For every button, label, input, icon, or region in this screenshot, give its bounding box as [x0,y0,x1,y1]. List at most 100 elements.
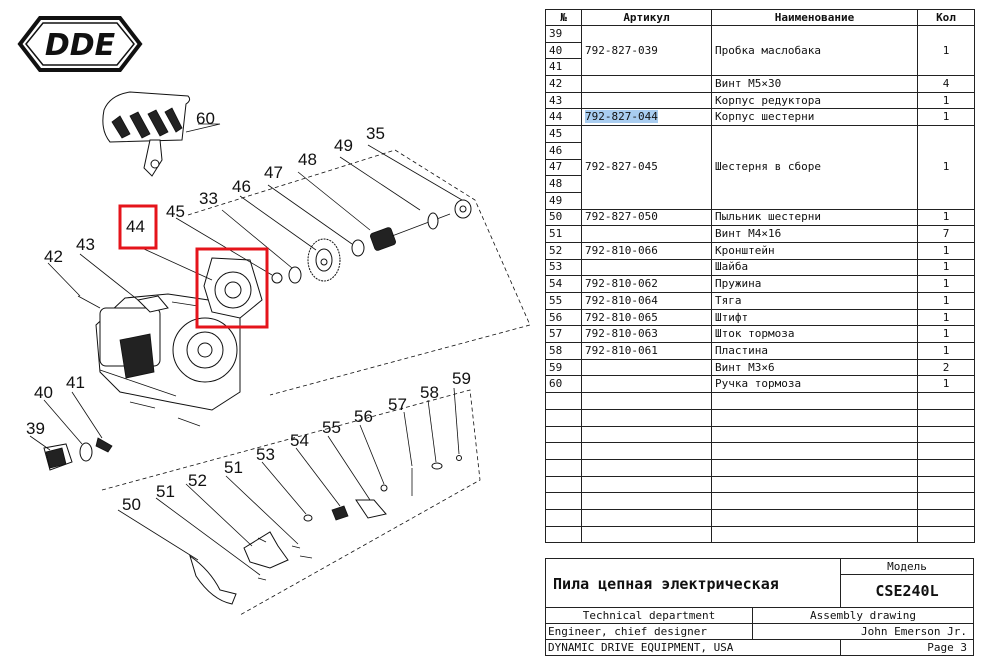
cell-qty: 1 [917,325,975,344]
role-cell: Engineer, chief designer [545,623,753,640]
cell-name: Тяга [711,292,918,310]
part-highlight-box [195,247,269,329]
cell-name: Корпус шестерни [711,108,918,127]
drawing-type: Assembly drawing [810,609,916,622]
cell-qty: 4 [917,75,975,93]
cell-name: Шестерня в сборе [711,125,918,210]
department-cell: Technical department [545,607,753,624]
empty-table-row [545,392,975,410]
selected-article: 792-827-044 [585,110,658,124]
cell-number: 56 [545,308,582,327]
empty-cell [581,392,712,410]
empty-cell [711,392,918,410]
header-number: № [545,9,582,26]
empty-cell [581,458,712,477]
cell-name: Винт М4×16 [711,225,918,243]
cell-number: 58 [545,342,582,360]
empty-cell [581,475,712,494]
empty-cell [545,442,582,460]
empty-table-row [545,425,975,444]
cell-name: Кронштейн [711,241,918,260]
cell-number: 51 [545,225,582,243]
model-number: CSE240L [875,582,939,600]
callout-label: 45 [166,202,185,221]
cell-number: 49 [545,191,582,210]
cell-number: 48 [545,175,582,193]
cell-number: 53 [545,258,582,277]
cell-article: 792-810-064 [581,292,712,310]
callout-label: 57 [388,395,407,414]
cell-article: 792-827-050 [581,208,712,227]
empty-cell [711,525,918,544]
empty-table-row [545,458,975,477]
cell-name: Корпус редуктора [711,91,918,110]
empty-table-row [545,525,975,544]
callout-label: 59 [452,369,471,388]
empty-table-row [545,408,975,427]
cell-number: 55 [545,292,582,310]
gearbox-housing-part [95,293,241,411]
sprocket-shaft-part [370,199,472,251]
cell-qty: 1 [917,258,975,277]
cell-qty: 7 [917,225,975,243]
gear-housing-part [203,257,263,319]
empty-cell [711,442,918,460]
cell-number: 54 [545,275,582,293]
cell-qty: 1 [917,91,975,110]
cell-name: Пыльник шестерни [711,208,918,227]
empty-cell [711,508,918,527]
leader-lines [29,123,463,576]
empty-cell [711,458,918,477]
cell-article [581,358,712,377]
cell-number: 39 [545,25,582,43]
empty-cell [581,525,712,544]
department: Technical department [582,609,716,622]
callout-highlight-box [118,204,158,250]
cell-qty: 1 [917,125,975,210]
washer-part [271,266,302,284]
page-number: Page 3 [927,641,967,654]
empty-cell [917,492,975,510]
dde-logo: DDE [17,16,143,72]
bolt-part [77,295,201,427]
dust-guard-part [189,554,237,605]
cell-article [581,75,712,93]
cell-article [581,375,712,394]
empty-table-row [545,492,975,510]
cell-number: 42 [545,75,582,93]
empty-cell [581,492,712,510]
callout-label: 43 [76,235,95,254]
cell-article: 792-810-065 [581,308,712,327]
empty-cell [581,442,712,460]
cell-name: Винт М5×30 [711,75,918,93]
cell-number: 45 [545,125,582,143]
cell-qty: 1 [917,308,975,327]
callout-label: 40 [34,383,53,402]
company-cell: DYNAMIC DRIVE EQUIPMENT, USA [545,639,841,656]
cell-number: 50 [545,208,582,227]
empty-cell [711,492,918,510]
callout-label: 42 [44,247,63,266]
callout-label: 41 [66,373,85,392]
callout-label: 53 [256,445,275,464]
cell-number: 40 [545,41,582,60]
cell-qty: 1 [917,208,975,227]
callout-label: 44 [126,217,145,236]
cell-qty: 1 [917,292,975,310]
empty-cell [545,492,582,510]
cell-number: 44 [545,108,582,127]
empty-cell [917,425,975,444]
empty-table-row [545,508,975,527]
cell-name: Пружина [711,275,918,293]
empty-cell [545,475,582,494]
cell-qty: 2 [917,358,975,377]
empty-cell [917,442,975,460]
table-header-row: № Артикул Наименование Кол [545,9,975,26]
empty-cell [917,392,975,410]
callout-label: 35 [366,124,385,143]
